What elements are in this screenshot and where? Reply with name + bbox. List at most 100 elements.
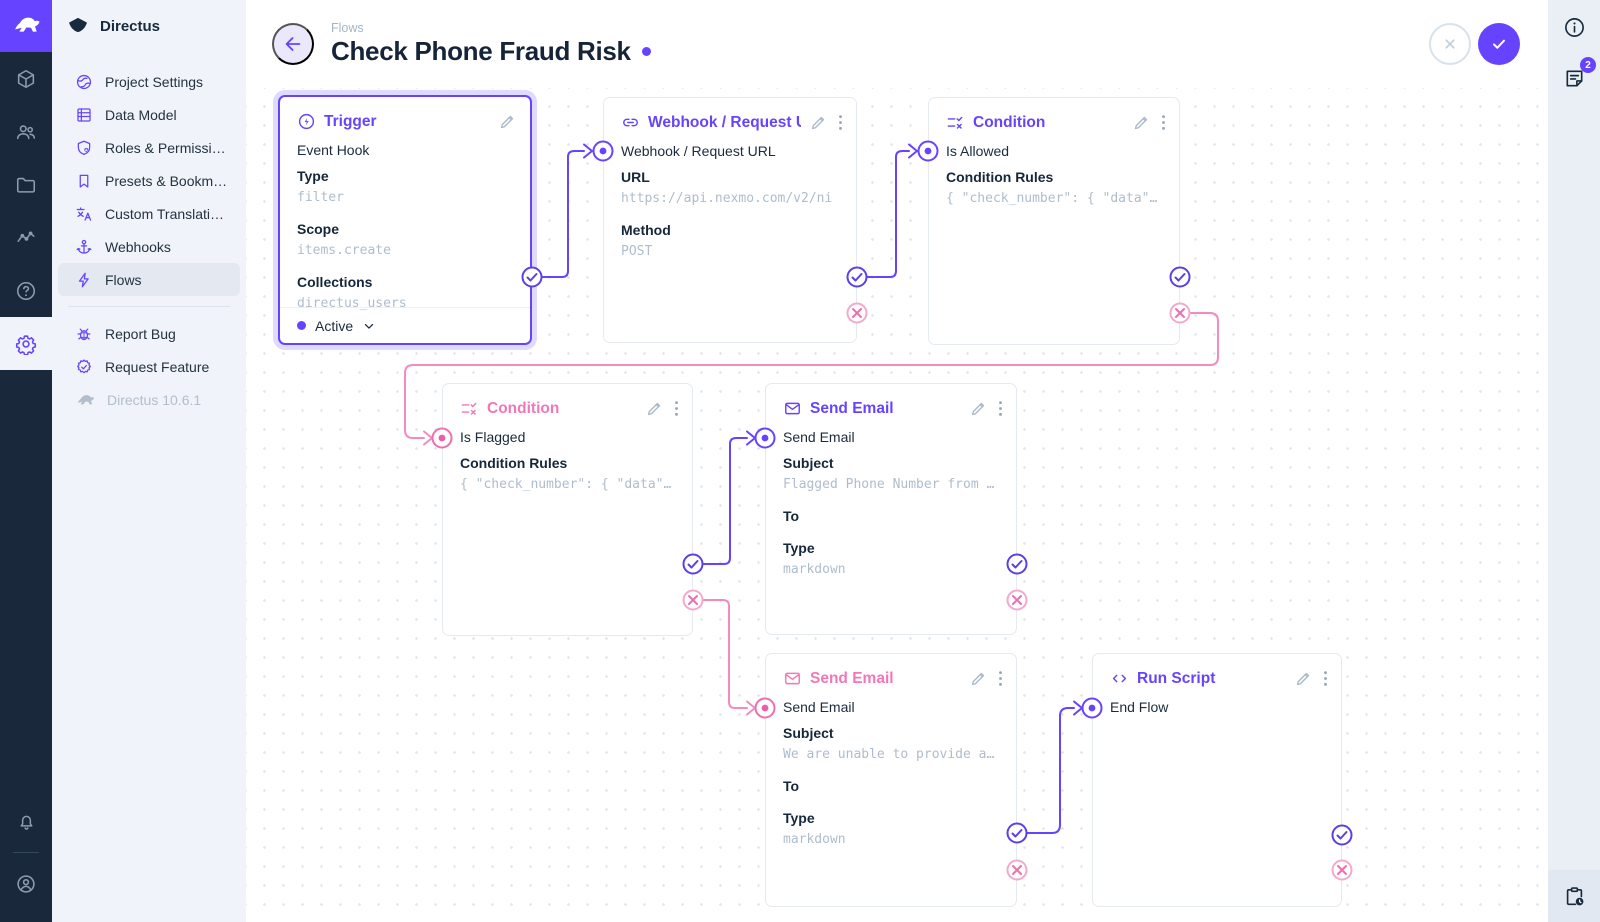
clipboard-clock-icon — [1566, 886, 1583, 905]
module-help[interactable] — [0, 264, 52, 317]
script-reject-connector[interactable] — [1331, 859, 1353, 881]
discard-changes-button[interactable] — [1429, 23, 1471, 65]
condition1-reject-connector[interactable] — [1169, 302, 1191, 324]
flow-panel-condition-flagged[interactable]: Condition Is Flagged Condition Rules { "… — [442, 383, 693, 636]
flow-panel-trigger[interactable]: Trigger Event Hook Type filter Scope ite… — [278, 95, 532, 345]
field-value: filter — [297, 190, 344, 205]
trigger-bolt-icon — [297, 112, 316, 131]
user-menu[interactable] — [0, 857, 52, 910]
flow-panel-run-script[interactable]: Run Script End Flow — [1092, 653, 1342, 907]
directus-logo[interactable] — [0, 0, 52, 52]
field-label: Method — [621, 222, 671, 238]
flow-panel-send-email-flagged[interactable]: Send Email Send Email Subject Flagged Ph… — [765, 383, 1017, 635]
kebab-menu-icon[interactable] — [998, 670, 1003, 687]
webhook-resolve-connector[interactable] — [846, 266, 868, 288]
rabbit-icon — [15, 17, 40, 32]
kebab-menu-icon[interactable] — [674, 400, 679, 417]
users-icon — [16, 124, 36, 139]
sidebar-item-label: Flows — [105, 271, 142, 288]
edit-icon[interactable] — [969, 399, 988, 418]
shield-icon — [77, 140, 91, 155]
kebab-menu-icon[interactable] — [998, 400, 1003, 417]
edit-icon[interactable] — [1294, 669, 1313, 688]
email2-reject-connector[interactable] — [1006, 859, 1028, 881]
kebab-menu-icon[interactable] — [1323, 670, 1328, 687]
webhook-reject-connector[interactable] — [846, 302, 868, 324]
sidebar-item-webhooks[interactable]: Webhooks — [58, 230, 240, 263]
field-label: Subject — [783, 725, 834, 741]
flow-panel-send-email-unable[interactable]: Send Email Send Email Subject We are una… — [765, 653, 1017, 907]
module-settings[interactable] — [0, 317, 52, 370]
email2-resolve-connector[interactable] — [1006, 822, 1028, 844]
field-value: items.create — [297, 243, 391, 258]
condition1-resolve-connector[interactable] — [1169, 266, 1191, 288]
module-users[interactable] — [0, 105, 52, 158]
bell-icon — [20, 815, 32, 830]
breadcrumb[interactable]: Flows — [331, 21, 364, 35]
module-files[interactable] — [0, 158, 52, 211]
email2-input-connector[interactable] — [754, 697, 776, 719]
sidebar-item-project-settings[interactable]: Project Settings — [58, 65, 240, 98]
email1-reject-connector[interactable] — [1006, 589, 1028, 611]
sidebar-item-request-feature[interactable]: Request Feature — [58, 350, 240, 383]
email1-input-connector[interactable] — [754, 427, 776, 449]
script-input-connector[interactable] — [1081, 697, 1103, 719]
kebab-menu-icon[interactable] — [838, 114, 843, 131]
email1-resolve-connector[interactable] — [1006, 553, 1028, 575]
edit-icon[interactable] — [969, 669, 988, 688]
panel-title: Condition — [973, 113, 1046, 131]
page-title: Check Phone Fraud Risk — [331, 36, 631, 66]
flow-panel-webhook[interactable]: Webhook / Request URL Webhook / Request … — [603, 97, 857, 343]
edit-icon[interactable] — [498, 112, 517, 131]
trigger-resolve-connector[interactable] — [521, 266, 543, 288]
sidebar-item-label: Presets & Bookmar... — [105, 172, 230, 189]
edit-icon[interactable] — [1132, 113, 1151, 132]
sidebar-item-roles-permissions[interactable]: Roles & Permissions — [58, 131, 240, 164]
kebab-menu-icon[interactable] — [1161, 114, 1166, 131]
sidebar-divider — [68, 306, 230, 307]
rule-icon — [946, 113, 965, 132]
project-name: Directus — [100, 17, 161, 35]
condition2-reject-connector[interactable] — [682, 589, 704, 611]
badge-check-icon — [77, 358, 91, 373]
webhook-input-connector[interactable] — [592, 140, 614, 162]
condition2-resolve-connector[interactable] — [682, 553, 704, 575]
sidebar-item-custom-translations[interactable]: Custom Translations — [58, 197, 240, 230]
project-header[interactable]: Directus — [52, 0, 246, 52]
mail-icon — [783, 669, 802, 688]
script-resolve-connector[interactable] — [1331, 824, 1353, 846]
sidebar-item-report-bug[interactable]: Report Bug — [58, 317, 240, 350]
save-button[interactable] — [1478, 23, 1520, 65]
translate-icon — [76, 206, 92, 221]
revisions-sidebar-toggle[interactable]: 2 — [1557, 57, 1596, 95]
anchor-icon — [76, 239, 92, 254]
activity-log-toggle[interactable] — [1548, 870, 1600, 922]
sidebar-item-label: Roles & Permissions — [105, 139, 230, 156]
edit-icon[interactable] — [809, 113, 828, 132]
field-label: Type — [783, 540, 815, 556]
sidebar-item-data-model[interactable]: Data Model — [58, 98, 240, 131]
flow-status-toggle[interactable]: Active — [280, 307, 530, 343]
module-content[interactable] — [0, 52, 52, 105]
code-icon — [1110, 669, 1129, 688]
notifications-bell[interactable] — [0, 795, 52, 848]
condition1-input-connector[interactable] — [917, 140, 939, 162]
info-sidebar-toggle[interactable] — [1557, 10, 1591, 44]
arrow-left-icon — [285, 37, 301, 51]
field-label: Type — [297, 168, 329, 184]
panel-title: Send Email — [810, 669, 894, 687]
edit-icon[interactable] — [645, 399, 664, 418]
module-insights[interactable] — [0, 211, 52, 264]
flow-canvas: Flows Check Phone Fraud Risk Trigger — [246, 0, 1548, 922]
condition2-input-connector[interactable] — [431, 427, 453, 449]
sidebar-item-presets-bookmarks[interactable]: Presets & Bookmar... — [58, 164, 240, 197]
field-value: POST — [621, 244, 653, 259]
field-label: Scope — [297, 221, 340, 237]
flow-panel-condition-allowed[interactable]: Condition Is Allowed Condition Rules { "… — [928, 97, 1180, 345]
sidebar-item-flows[interactable]: Flows — [58, 263, 240, 296]
back-button[interactable] — [272, 23, 314, 65]
project-logo-icon — [69, 17, 87, 33]
field-value: https://api.nexmo.com/v2/ni — [621, 191, 833, 206]
operation-name: Is Flagged — [460, 429, 526, 445]
status-dot — [297, 321, 306, 330]
